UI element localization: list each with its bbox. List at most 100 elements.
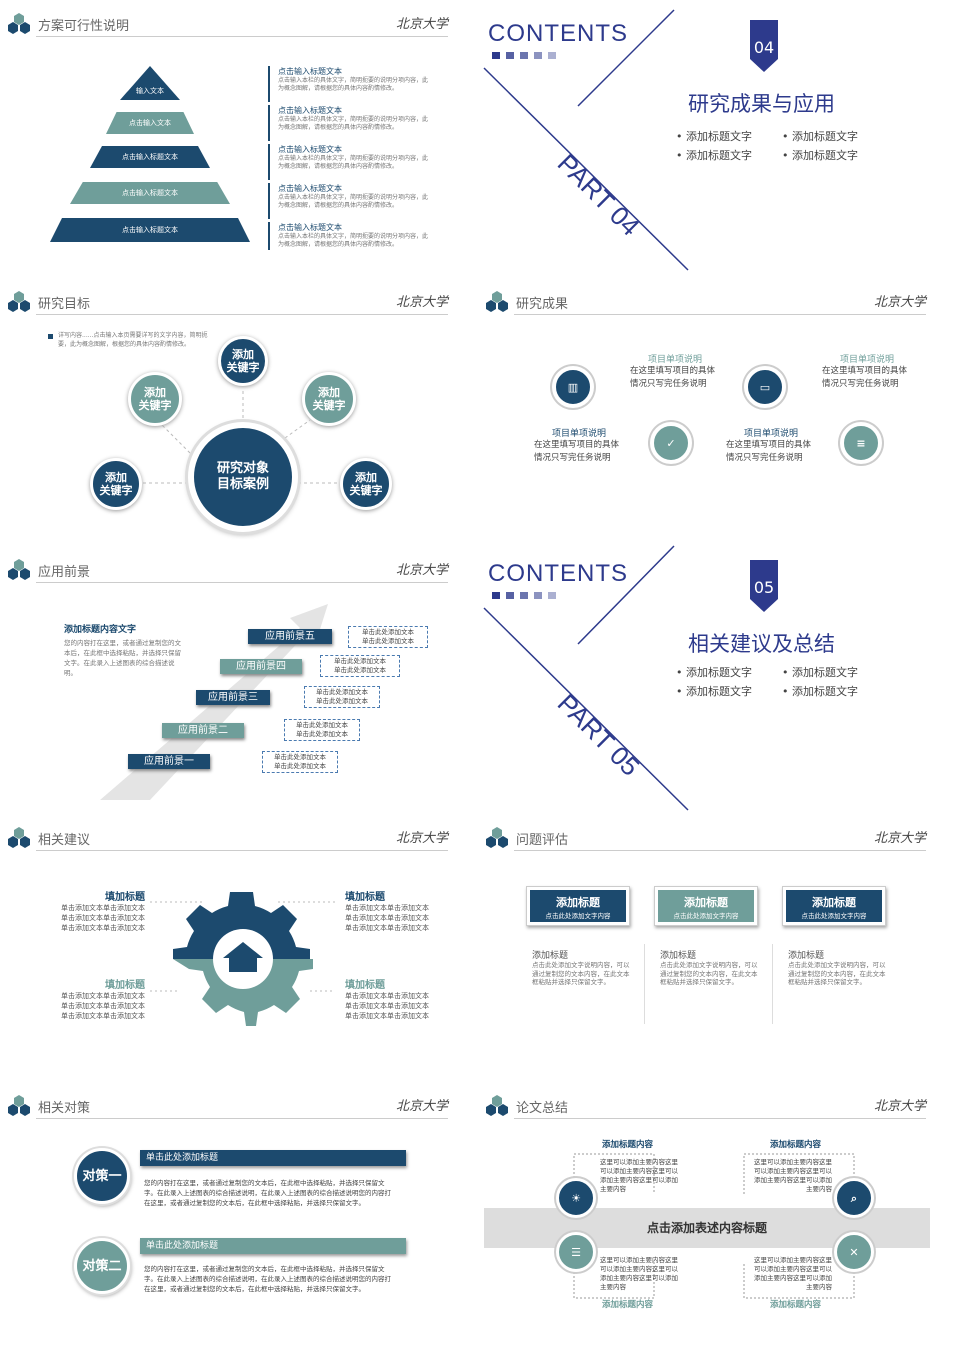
contents-square: [548, 52, 556, 59]
university-logo: 北京大学: [395, 831, 448, 846]
keyword-circle[interactable]: 添加 关键字: [340, 458, 392, 510]
lightbulb-icon: ☀: [556, 1178, 596, 1218]
result-item: 项目单项说明 在这里填写项目的具体情况只写完任务说明: [822, 355, 908, 389]
evaluation-card[interactable]: 添加标题点击此处添加文字内容 添加标题 点击此处添加文字说明内容，可以通过复制您…: [782, 886, 886, 987]
list-item: 点击输入标题文本点击输入本栏的具体文字，简明扼要的说明分项内容，此为概念图解，请…: [268, 105, 428, 141]
bullet-item[interactable]: • 添加标题文字: [676, 149, 752, 162]
keyword-circle[interactable]: 添加 关键字: [302, 372, 356, 426]
prospect-step[interactable]: 应用前景四: [220, 659, 302, 674]
prospect-step[interactable]: 应用前景一: [128, 754, 210, 769]
slide-thesis-summary: 论文总结 北京大学 点击添加表述内容标题 ☀ ⌕ ☰ ✕ 添加标题内容 这里可以…: [478, 1082, 938, 1346]
evaluation-card[interactable]: 添加标题点击此处添加文字内容 添加标题 点击此处添加文字说明内容，可以通过复制您…: [654, 886, 758, 987]
summary-item-title: 添加标题内容: [602, 1140, 654, 1150]
dotted-arrows: [150, 901, 335, 992]
prospect-note[interactable]: 单击此处添加文本 单击此处添加文本: [262, 751, 338, 773]
prospect-description: 您的内容打在这里，或者通过复制您的文本后，在此框中选择粘贴，并选择只保留文字。在…: [64, 639, 181, 677]
prospect-note[interactable]: 单击此处添加文本 单击此处添加文本: [284, 719, 360, 741]
section-title[interactable]: 研究成果与应用: [688, 92, 835, 116]
pyramid-level[interactable]: 点击输入标题文本: [70, 182, 230, 204]
monitor-icon: ▭: [744, 366, 786, 408]
contents-heading: CONTENTS: [488, 560, 628, 587]
list-item: 点击输入标题文本点击输入本栏的具体文字，简明扼要的说明分项内容，此为概念图解，请…: [268, 183, 428, 219]
university-logo: 北京大学: [873, 295, 926, 310]
slide-countermeasures: 相关对策 北京大学 对策一 单击此处添加标题 您的内容打在这里，或者通过复制您的…: [0, 1082, 460, 1346]
list-item: 点击输入标题文本点击输入本栏的具体文字，简明扼要的说明分项内容，此为概念图解，请…: [268, 66, 428, 102]
slide-header: 相关对策 北京大学: [6, 1090, 448, 1120]
prospect-note[interactable]: 单击此处添加文本 单击此处添加文本: [348, 626, 428, 648]
pyramid-level[interactable]: 输入文本: [120, 66, 180, 100]
slide-application-prospect: 应用前景 北京大学 添加标题内容文字 您的内容打在这里，或者通过复制您的文本后，…: [0, 546, 460, 808]
keyword-circle[interactable]: 添加 关键字: [128, 372, 182, 426]
header-divider: [36, 1118, 448, 1119]
hexagon-logo-icon: [8, 559, 30, 580]
contents-square: [520, 52, 528, 59]
countermeasure-heading[interactable]: 单击此处添加标题: [140, 1238, 406, 1254]
header-divider: [36, 36, 448, 37]
note-text: 详写内容......点击输入本页需要详写的文字内容，简明扼要，此为概念图解，根据…: [58, 332, 208, 348]
bullet-item[interactable]: • 添加标题文字: [676, 130, 752, 143]
bullet-item[interactable]: • 添加标题文字: [676, 666, 752, 679]
gear-icon: [173, 892, 313, 1026]
section-number-badge: 04: [750, 20, 778, 72]
summary-item-title: 添加标题内容: [770, 1300, 822, 1310]
summary-item-title: 添加标题内容: [770, 1140, 822, 1150]
slide-header: 论文总结 北京大学: [484, 1090, 926, 1120]
center-target-circle[interactable]: 研究对象 目标案例: [188, 422, 298, 532]
pyramid-level[interactable]: 点击输入文本: [106, 112, 194, 134]
pyramid-level[interactable]: 点击输入标题文本: [90, 146, 210, 168]
countermeasure-badge[interactable]: 对策一: [74, 1148, 130, 1204]
contents-square: [492, 52, 500, 59]
prospect-step[interactable]: 应用前景五: [248, 629, 332, 644]
result-item: 项目单项说明 在这里填写项目的具体情况只写完任务说明: [726, 429, 812, 463]
slide-title: 应用前景: [38, 565, 91, 580]
slide-header: 研究成果 北京大学: [484, 286, 926, 316]
header-divider: [514, 1118, 926, 1119]
slide-header: 问题评估 北京大学: [484, 822, 926, 852]
countermeasure-heading[interactable]: 单击此处添加标题: [140, 1150, 406, 1166]
result-item: 项目单项说明 在这里填写项目的具体情况只写完任务说明: [630, 355, 716, 389]
slide-header: 应用前景 北京大学: [6, 554, 448, 584]
diagonal-lines: [483, 9, 689, 271]
slide-research-results: 研究成果 北京大学 ▥ 项目单项说明 在这里填写项目的具体情况只写完任务说明 ✓…: [478, 278, 938, 528]
header-divider: [514, 314, 926, 315]
prospect-note[interactable]: 单击此处添加文本 单击此处添加文本: [304, 686, 380, 708]
bullet-item[interactable]: • 添加标题文字: [782, 666, 858, 679]
contents-square: [492, 592, 500, 599]
prospect-heading: 添加标题内容文字: [64, 625, 137, 635]
slide-header: 研究目标 北京大学: [6, 286, 448, 316]
hexagon-logo-icon: [8, 291, 30, 312]
keyword-circle[interactable]: 添加 关键字: [90, 458, 142, 510]
contents-square: [534, 52, 542, 59]
list-item: 点击输入标题文本点击输入本栏的具体文字，简明扼要的说明分项内容，此为概念图解，请…: [268, 144, 428, 180]
hexagon-logo-icon: [8, 1095, 30, 1116]
header-divider: [36, 850, 448, 851]
contents-square: [534, 592, 542, 599]
card-divider: [772, 944, 773, 1024]
summary-item-body: 这里可以添加主要内容这里可以添加主要内容这里可以添加主要内容这里可以添加主要内容: [600, 1256, 678, 1291]
keyword-circle[interactable]: 添加 关键字: [218, 336, 268, 386]
evaluation-card[interactable]: 添加标题点击此处添加文字内容 添加标题 点击此处添加文字说明内容，可以通过复制您…: [526, 886, 630, 987]
note-marker: [48, 334, 53, 339]
slide-title: 问题评估: [516, 833, 569, 848]
countermeasure-badge[interactable]: 对策二: [74, 1238, 130, 1294]
university-logo: 北京大学: [873, 831, 926, 846]
pyramid-level[interactable]: 点击输入标题文本: [50, 218, 250, 242]
bullet-item[interactable]: • 添加标题文字: [782, 685, 858, 698]
summary-item-body: 这里可以添加主要内容这里可以添加主要内容这里可以添加主要内容这里可以添加主要内容: [754, 1158, 832, 1193]
section-title[interactable]: 相关建议及总结: [688, 632, 835, 656]
prospect-step[interactable]: 应用前景二: [162, 723, 244, 738]
slide-header: 方案可行性说明 北京大学: [6, 8, 448, 38]
bullet-item[interactable]: • 添加标题文字: [782, 130, 858, 143]
bullet-item[interactable]: • 添加标题文字: [782, 149, 858, 162]
countermeasure-text: 您的内容打在这里，或者通过复制您的文本后，在此框中选择粘贴，并选择只保留文字。在…: [144, 1179, 391, 1207]
slide-title: 方案可行性说明: [38, 19, 130, 34]
contents-square: [548, 592, 556, 599]
header-divider: [514, 850, 926, 851]
bullet-item[interactable]: • 添加标题文字: [676, 685, 752, 698]
dashed-connectors: [573, 1153, 855, 1299]
tools-icon: ✕: [834, 1232, 874, 1272]
prospect-note[interactable]: 单击此处添加文本 单击此处添加文本: [320, 655, 400, 677]
contents-square: [506, 52, 514, 59]
prospect-step[interactable]: 应用前景三: [196, 690, 270, 705]
university-logo: 北京大学: [395, 295, 448, 310]
